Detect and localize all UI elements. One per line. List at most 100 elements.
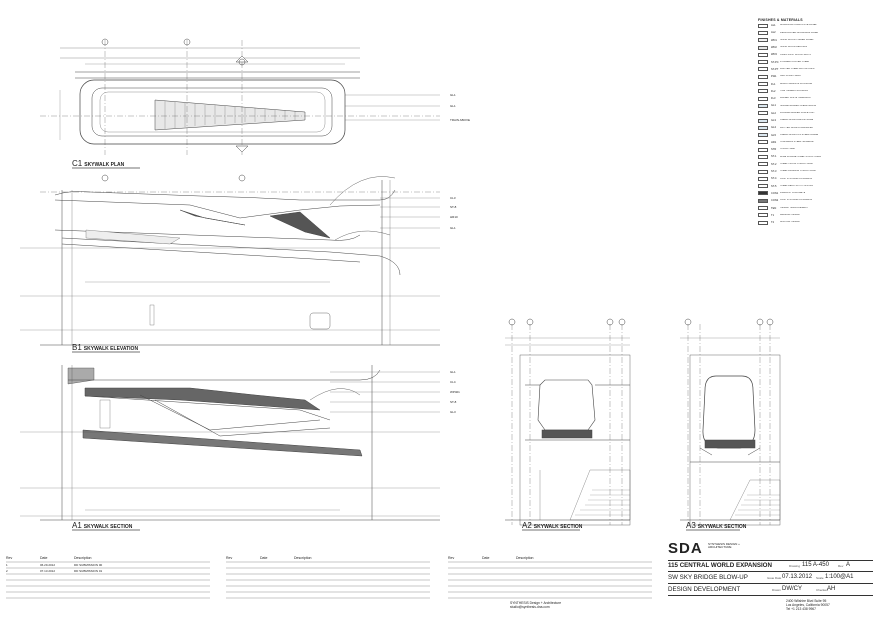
sheet-title: SW SKY BRIDGE BLOW-UP: [668, 574, 748, 581]
legend-swatch: [758, 23, 768, 28]
legend-swatch: [758, 45, 768, 50]
legend-code: WD3: [771, 53, 777, 57]
section-tag: GL3: [450, 410, 456, 414]
legend-description: CLEAR GLASS ON STEEL FRAME: [780, 133, 819, 136]
legend-code: ST-4: [771, 177, 777, 181]
drawn-by: DW/CY: [782, 586, 802, 592]
rev-header: Rev: [6, 556, 13, 560]
legend-description: CLEAR GLASS BALUSTRADE: [780, 119, 814, 122]
legend-swatch: [758, 176, 768, 181]
legend-code: STR: [771, 148, 777, 152]
legend-swatch: [758, 162, 768, 167]
legend-description: LEASING TENANT: [780, 214, 801, 217]
legend-description: SINGLE GLAZED CLEAR GLASS: [780, 104, 817, 107]
phase: DESIGN DEVELOPMENT: [668, 586, 741, 593]
legend-description: RAISED WHITE TERRAZZO: [780, 97, 811, 100]
legend-swatch: [758, 213, 768, 218]
legend-description: TENANT IMPROVEMENT: [780, 206, 808, 209]
firm-address: 2400 Wilshire Blvd Suite 95 Los Angeles,…: [786, 599, 830, 611]
plan-tag: TRAIN ABOVE: [450, 118, 471, 122]
elevation-tag: ST-8: [450, 205, 457, 209]
legend-description: CAST IN PLACE CONCRETE: [780, 199, 812, 202]
firm-contact: SYNTHESIS Design + Architecture studio@s…: [510, 601, 562, 609]
legend-swatch: [758, 191, 768, 196]
legend-code: CON1: [771, 191, 779, 195]
section-tag: ST-8: [450, 400, 457, 404]
legend-code: ST-5: [771, 184, 777, 188]
legend-description: TILE TIMBER FLOORING: [780, 90, 808, 93]
section-tag: GL1: [450, 370, 456, 374]
revision-table-1: Rev Date Description 1 06.29.2012 DD SUB…: [6, 556, 210, 574]
legend-code: T1: [771, 213, 775, 217]
legend-description: DOUBLE GLAZED LOW-E UNIT: [780, 111, 815, 114]
legend-code: HR1: [771, 140, 777, 144]
legend-swatch: [758, 52, 768, 57]
legend-swatch: [758, 38, 768, 43]
legend-swatch: [758, 118, 768, 123]
legend-swatch: [758, 60, 768, 65]
legend-description: OPEN JOINT WOOD SLATS: [780, 53, 811, 56]
section-tag: CL4: [450, 380, 456, 384]
legend-description: PRECAST CONCRETE: [780, 192, 806, 195]
plan-drawing: [40, 38, 440, 155]
legend-description: WIDE FLANGE STEEL STRUCTURAL: [780, 155, 822, 158]
issue-date: 07.13.2012: [782, 574, 813, 580]
section-a1-drawing: [20, 365, 440, 521]
legend-description: STAINLESS STEEL HANDRAIL: [780, 141, 814, 144]
checked-by: AH: [827, 586, 836, 592]
elevation-drawing: [20, 174, 440, 346]
revision-table-2: Rev Date Description: [226, 556, 312, 560]
scale: 1:100@A1: [825, 574, 854, 580]
legend-description: STRUCTURE: [780, 148, 795, 151]
legend-description: BLACK GRANITE FLOORING: [780, 82, 813, 85]
section-a3-drawing: [680, 318, 781, 526]
legend-list: AL1 ALUMINIUM COMPOSITE PANEL AL2 PERFORATE…: [758, 22, 870, 226]
legend-swatch: [758, 74, 768, 79]
legend-swatch: [758, 67, 768, 72]
legend-swatch: [758, 133, 768, 138]
legend-description: ALUMINIUM COMPOSITE PANEL: [780, 24, 817, 27]
legend-swatch: [758, 184, 768, 189]
legend-code: TEN: [771, 206, 777, 210]
description-header: Description: [74, 556, 92, 560]
revision-table-lines: [6, 561, 652, 599]
legend-code: AL1: [771, 24, 776, 28]
legend-description: FRITTED GLASS LAMINATED: [780, 126, 813, 129]
revision-letter: A: [846, 562, 851, 568]
legend-swatch: [758, 30, 768, 35]
legend-description: CAST IN PLACE CONCRETE: [780, 177, 812, 180]
legend-code: WD1: [771, 38, 777, 42]
title-block: SDA SYNTHESIS DESIGN + ARCHITECTURE 115 …: [668, 540, 873, 620]
legend-code: ST-3: [771, 170, 777, 174]
legend-description: PERFORATED ALUMINIUM PANEL: [780, 31, 819, 34]
section-a2-drawing: [505, 318, 631, 526]
legend-swatch: [758, 103, 768, 108]
legend-code: FL3: [771, 97, 776, 101]
legend-code: ST-1: [771, 155, 777, 159]
legend-code: GL4: [771, 126, 776, 130]
legend-description: STEEL FRAMING STRUCTURAL: [780, 170, 816, 173]
firm-logo: SDA: [668, 540, 703, 557]
legend-code: AL2: [771, 31, 776, 35]
table-row: 1 06.29.2012 DD SUBMISSION 00: [6, 563, 103, 567]
